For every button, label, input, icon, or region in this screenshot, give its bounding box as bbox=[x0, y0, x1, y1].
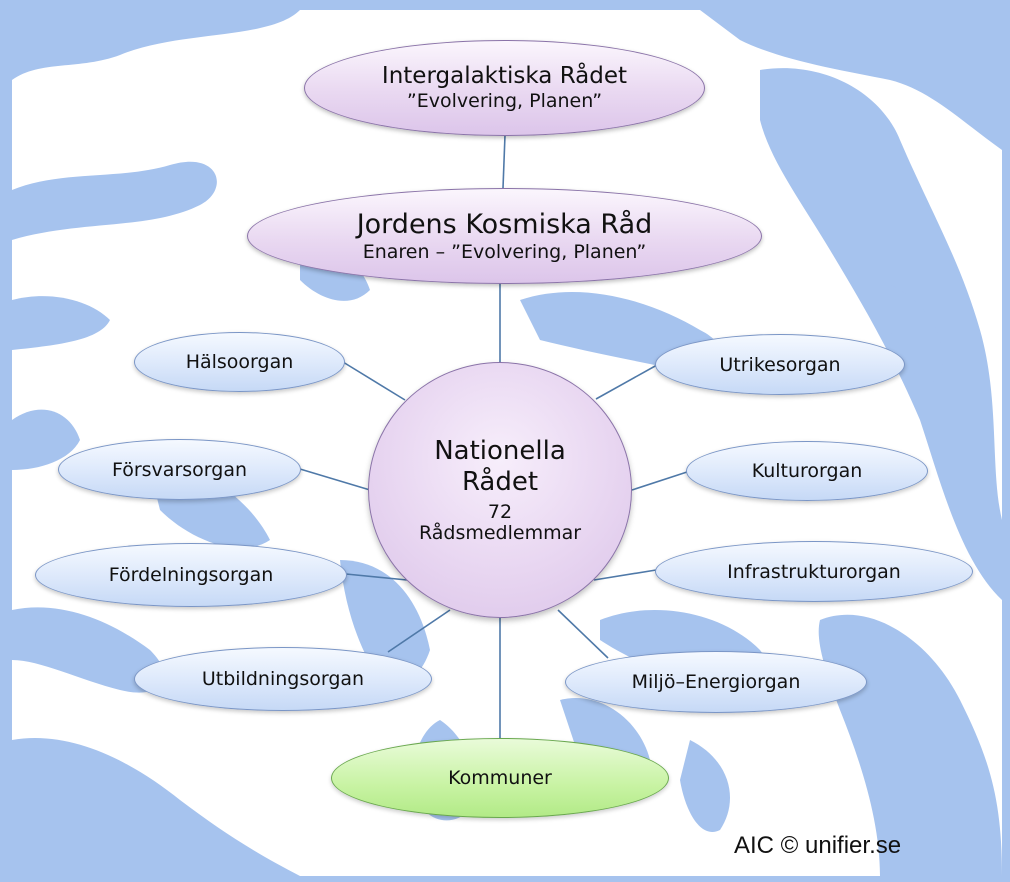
national-council-members-label: Rådsmedlemmar bbox=[418, 522, 582, 544]
organ-label: Försvarsorgan bbox=[111, 458, 248, 481]
organ-label: Utrikesorgan bbox=[719, 353, 841, 376]
national-council-node: Nationella Rådet 72 Rådsmedlemmar bbox=[368, 362, 632, 618]
organ-utrikesorgan: Utrikesorgan bbox=[655, 334, 905, 395]
organ-label: Miljö–Energiorgan bbox=[631, 671, 801, 693]
copyright-text: AIC © unifier.se bbox=[734, 832, 902, 859]
organ-label: Infrastrukturorgan bbox=[727, 560, 901, 583]
organ-label: Fördelningsorgan bbox=[108, 564, 274, 586]
intergalactic-council-title: Intergalaktiska Rådet bbox=[381, 63, 628, 89]
intergalactic-council-node: Intergalaktiska Rådet ”Evolvering, Plane… bbox=[304, 40, 705, 136]
organ-kulturorgan: Kulturorgan bbox=[686, 441, 928, 501]
organ-label: Kulturorgan bbox=[751, 460, 863, 482]
organ-fordelningsorgan: Fördelningsorgan bbox=[35, 543, 347, 607]
municipalities-node: Kommuner bbox=[331, 738, 669, 818]
national-council-line1: Nationella bbox=[434, 436, 566, 466]
earth-cosmic-council-subtitle: Enaren – ”Evolvering, Planen” bbox=[362, 240, 647, 263]
earth-cosmic-council-title: Jordens Kosmiska Råd bbox=[356, 208, 653, 240]
connector-kulturorgan bbox=[631, 471, 688, 491]
organ-halsoorgan: Hälsoorgan bbox=[134, 332, 345, 392]
municipalities-label: Kommuner bbox=[448, 767, 552, 789]
intergalactic-council-subtitle: ”Evolvering, Planen” bbox=[406, 90, 603, 112]
connector-top-earth bbox=[502, 134, 506, 189]
connector-fordelningsorgan bbox=[345, 573, 408, 581]
organ-miljo-energiorgan: Miljö–Energiorgan bbox=[565, 651, 867, 713]
earth-cosmic-council-node: Jordens Kosmiska Råd Enaren – ”Evolverin… bbox=[247, 188, 762, 284]
connector-utbildningsorgan bbox=[387, 609, 451, 653]
organ-label: Utbildningsorgan bbox=[201, 668, 365, 690]
connector-halsoorgan bbox=[342, 361, 406, 401]
national-council-line2: Rådet bbox=[461, 467, 539, 497]
connector-forsvarsorgan bbox=[299, 468, 371, 491]
organ-utbildningsorgan: Utbildningsorgan bbox=[134, 647, 432, 711]
connector-utrikesorgan bbox=[595, 364, 658, 400]
national-council-count: 72 bbox=[487, 501, 513, 523]
connector-miljo-energiorgan bbox=[557, 609, 609, 659]
organ-infrastrukturorgan: Infrastrukturorgan bbox=[655, 541, 973, 602]
organ-label: Hälsoorgan bbox=[185, 351, 294, 373]
organ-forsvarsorgan: Försvarsorgan bbox=[58, 439, 301, 500]
connector-infrastrukturorgan bbox=[593, 569, 657, 581]
